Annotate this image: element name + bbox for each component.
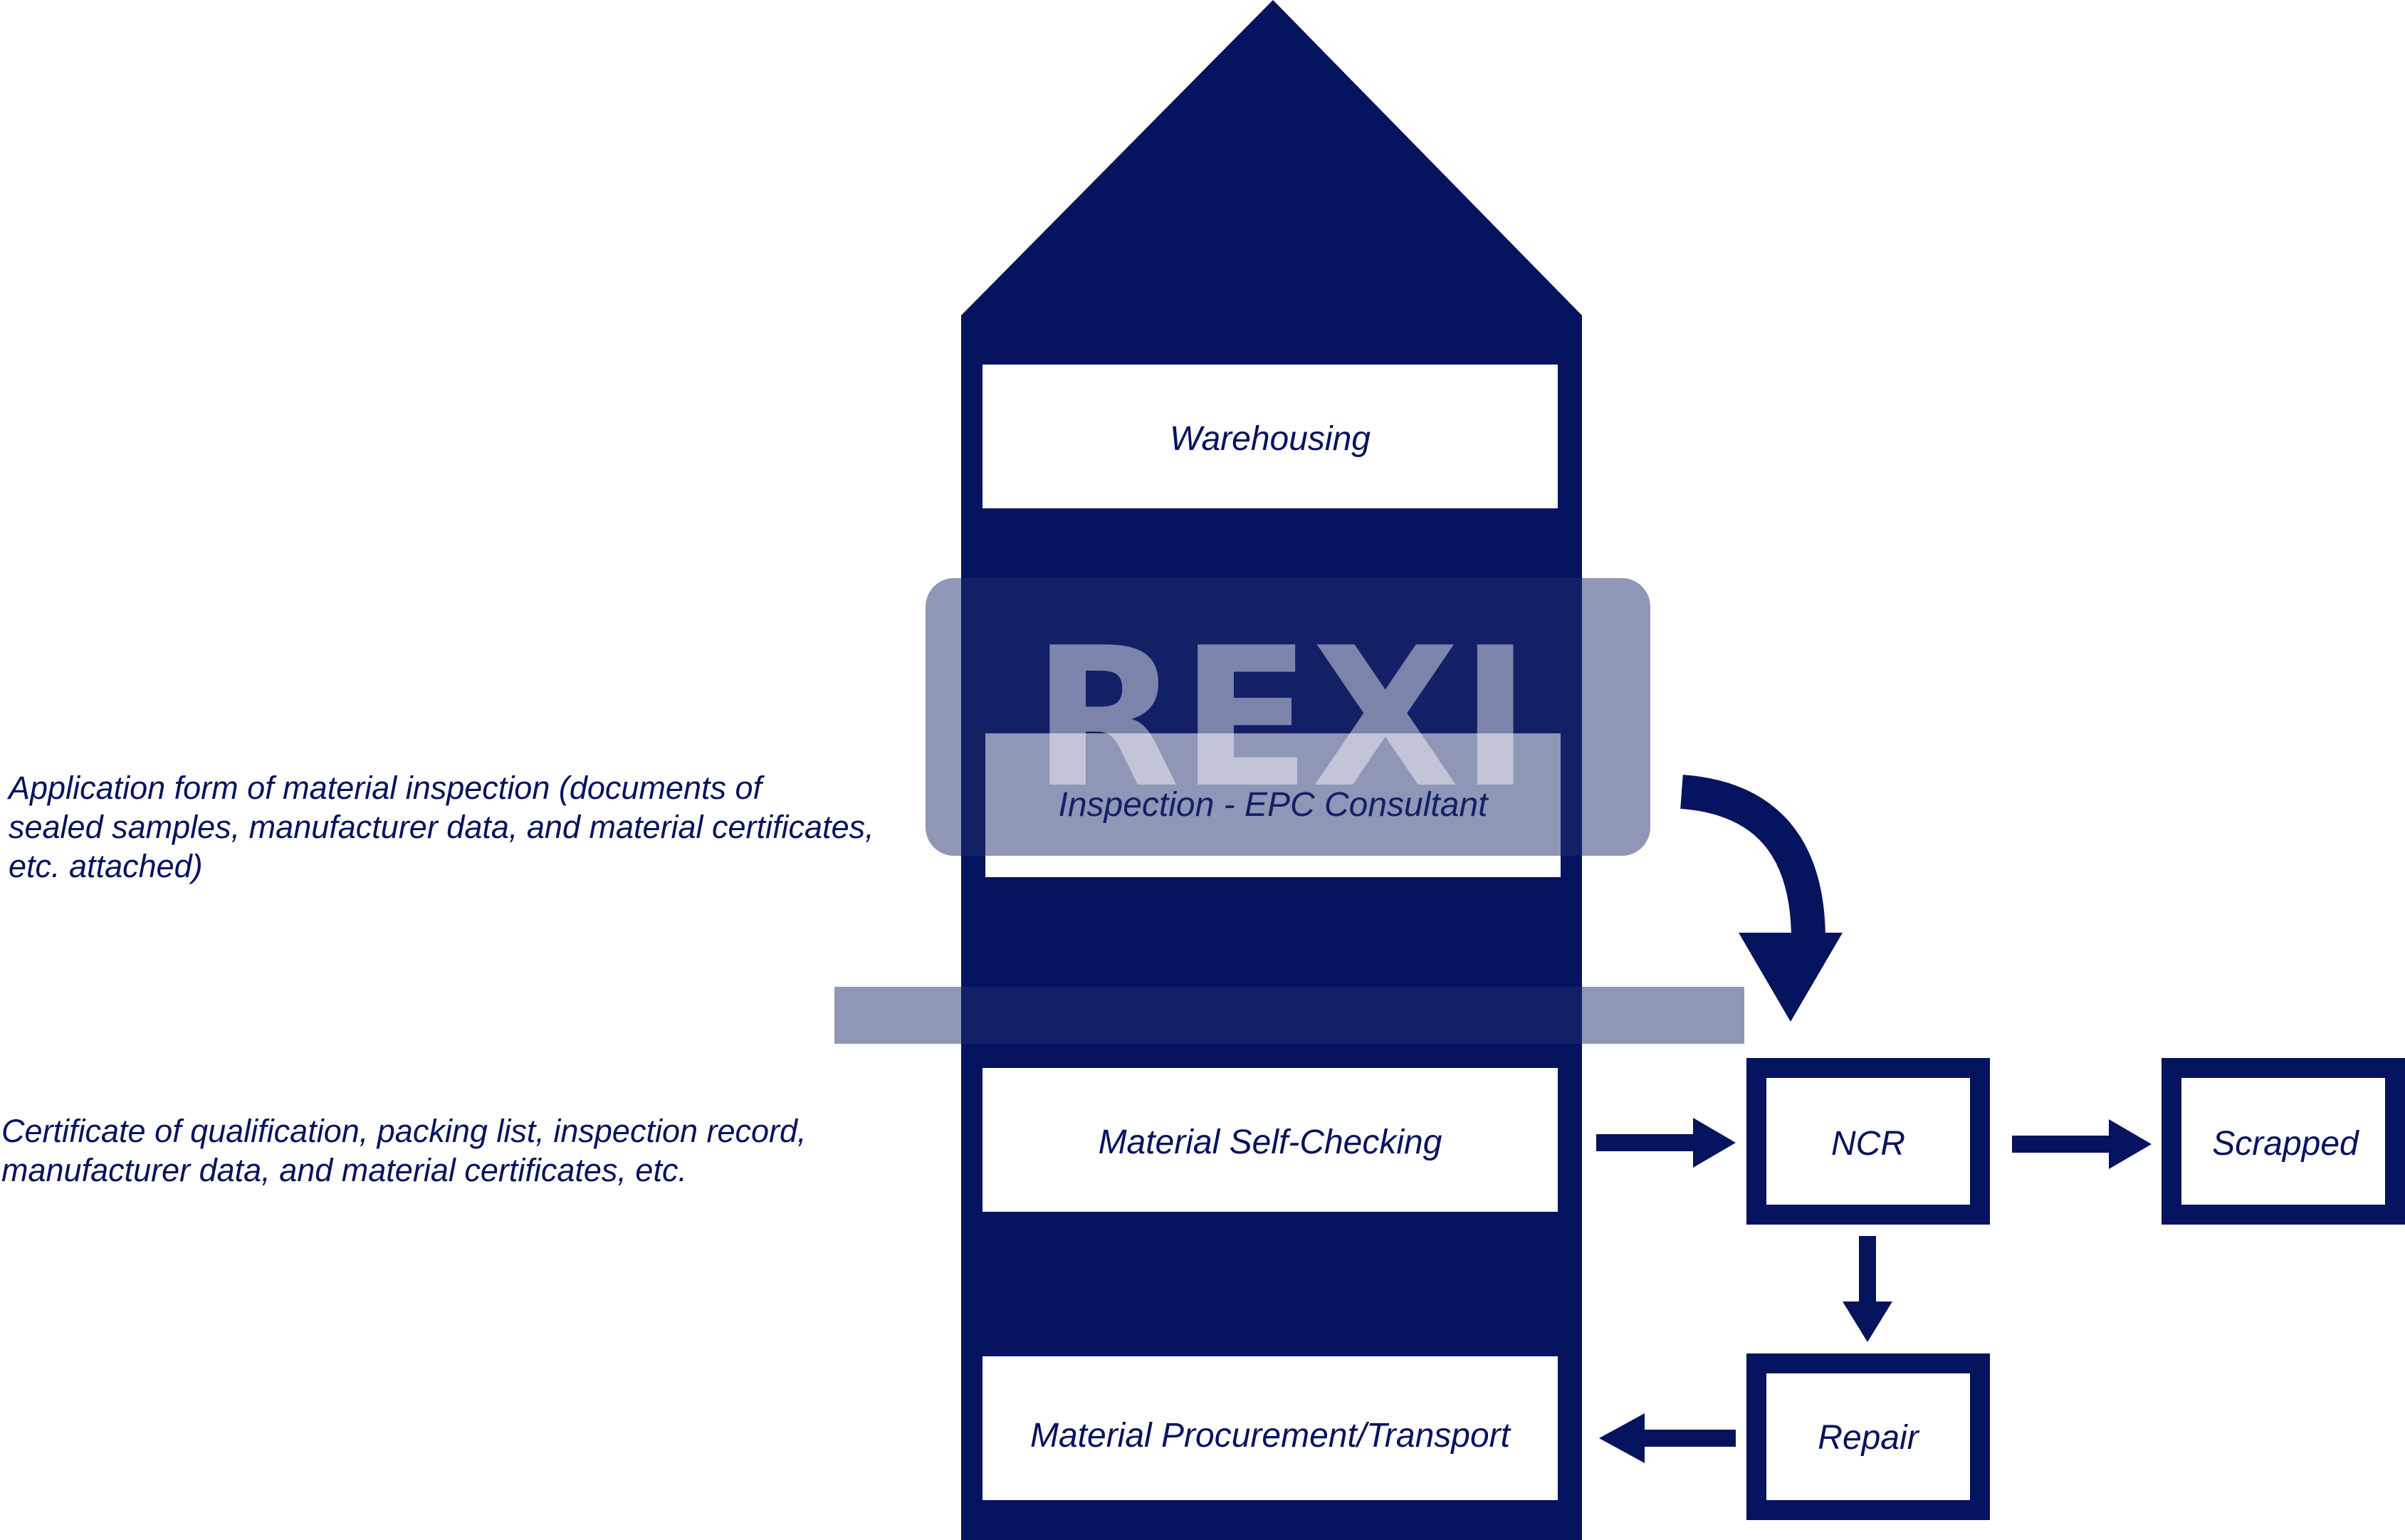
note-inspection-line-2: sealed samples, manufacturer data, and m… [9, 809, 874, 845]
stage-self-checking-label: Material Self-Checking [1099, 1123, 1442, 1161]
note-self-check-line-1: Certificate of qualification, packing li… [1, 1113, 807, 1149]
stage-procurement-label: Material Procurement/Transport [1030, 1417, 1511, 1455]
watermark-bar [834, 987, 1744, 1044]
stage-procurement: Material Procurement/Transport [983, 1356, 1558, 1500]
watermark-logo: REXI [834, 578, 1744, 1044]
note-inspection-line-1: Application form of material inspection … [6, 770, 765, 806]
outcome-scrapped: Scrapped [2162, 1058, 2405, 1225]
outcome-ncr: NCR [1746, 1058, 1990, 1225]
stage-self-checking-box [983, 1068, 1558, 1212]
arrow-ncr-to-repair [1843, 1236, 1892, 1342]
arrow-repair-to-procurement [1599, 1413, 1736, 1463]
note-inspection-line-3: etc. attached) [9, 848, 203, 884]
outcome-repair-box [1746, 1353, 1990, 1520]
arrow-inspection-to-ncr-head [1739, 933, 1843, 1022]
arrow-self-check-to-ncr [1596, 1118, 1736, 1168]
watermark-badge [926, 578, 1650, 856]
stage-warehousing-box [983, 365, 1558, 508]
arrow-ncr-to-scrapped [2012, 1119, 2152, 1169]
watermark-text: REXI [1032, 606, 1531, 830]
outcome-ncr-label: NCR [1831, 1125, 1905, 1163]
arrow-inspection-to-ncr-curve [1680, 775, 1825, 941]
outcome-scrapped-label: Scrapped [2212, 1125, 2359, 1163]
stage-procurement-box [983, 1356, 1558, 1500]
outcome-repair-label: Repair [1818, 1419, 1919, 1457]
stage-warehousing: Warehousing [983, 365, 1558, 508]
outcome-ncr-box [1746, 1058, 1990, 1225]
note-inspection-documents: Application form of material inspection … [6, 770, 874, 884]
note-self-check-documents: Certificate of qualification, packing li… [1, 1113, 807, 1188]
note-self-check-line-2: manufacturer data, and material certific… [1, 1152, 687, 1188]
stage-self-checking: Material Self-Checking [983, 1068, 1558, 1212]
outcome-repair: Repair [1746, 1353, 1990, 1520]
outcome-scrapped-box [2162, 1058, 2405, 1225]
stage-warehousing-label: Warehousing [1170, 420, 1371, 458]
